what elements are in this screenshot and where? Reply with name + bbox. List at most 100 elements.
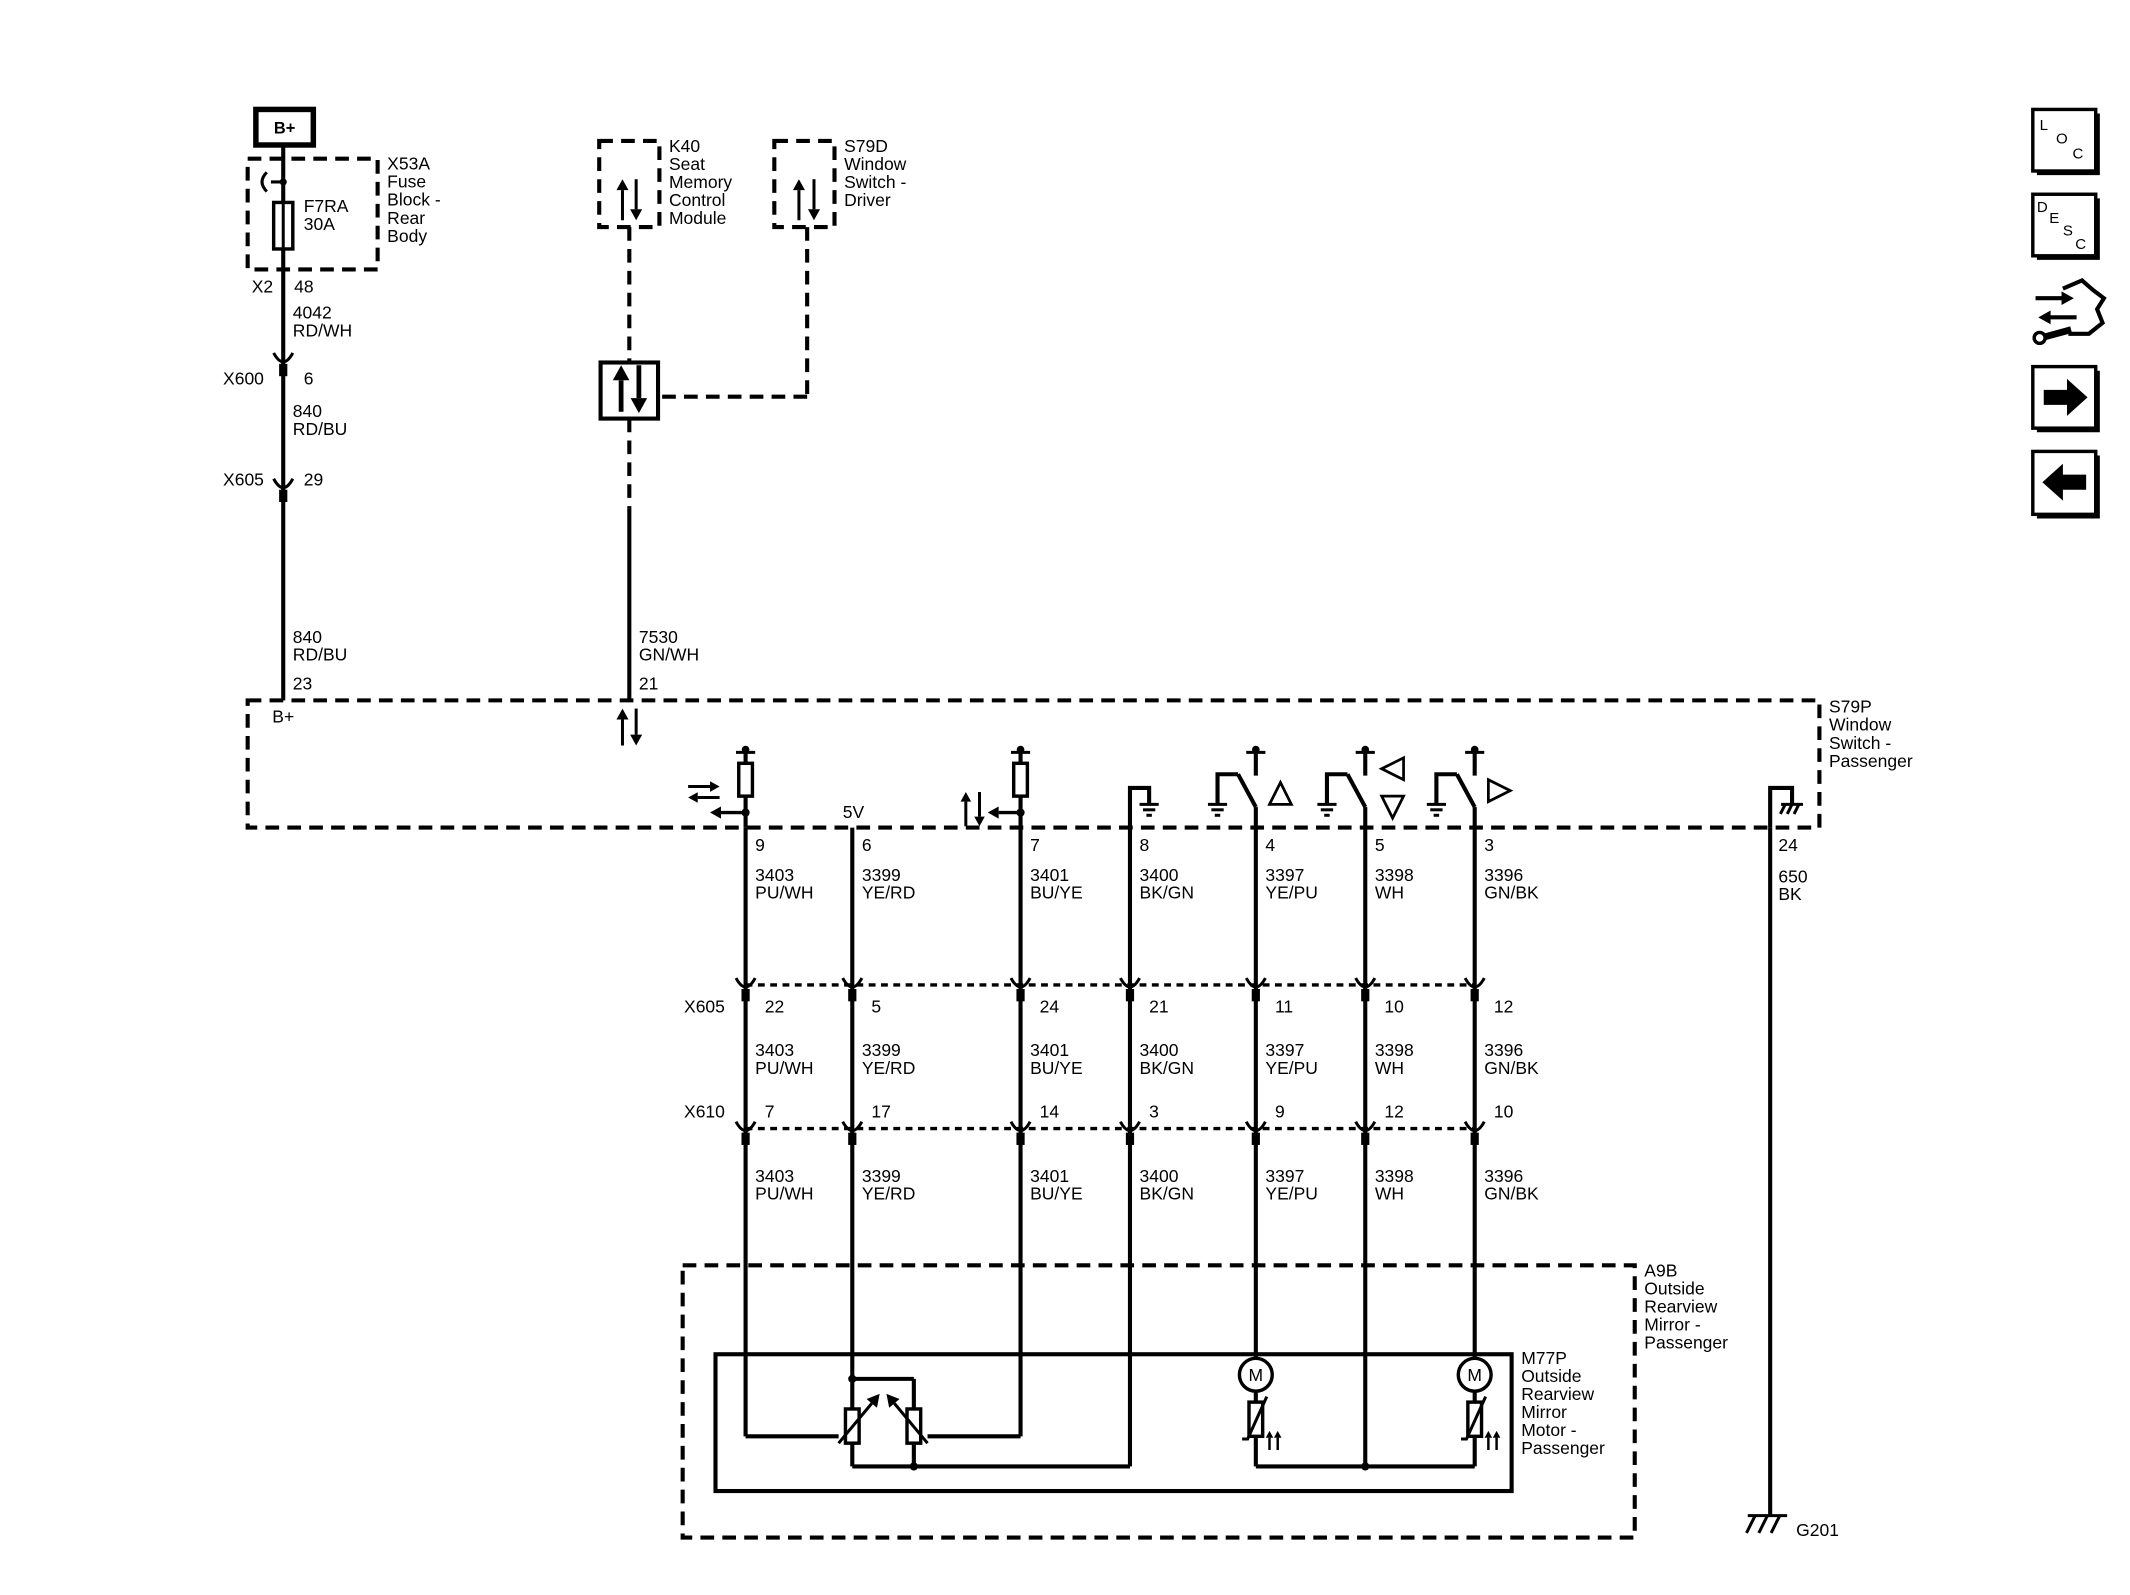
x605-pin-3400-label: 21: [1149, 996, 1168, 1016]
loc-button-frame[interactable]: [2031, 107, 2098, 173]
fuse-block-x53a-label-line-0: X53A: [387, 154, 430, 174]
right-arrow-icon[interactable]: [2043, 378, 2088, 416]
s79p-data-up-arrow-head: [616, 708, 629, 720]
connector-end-view-repair-icon[interactable]: [2032, 278, 2107, 346]
mirror-left-down-switch-ground-link: [1324, 772, 1348, 805]
s79p-pin-3396-label: 3: [1484, 835, 1494, 855]
x610-pin-3399-pin: [848, 1132, 857, 1145]
motor-vertical-icon: [1237, 1356, 1274, 1393]
sensor-vertical-top-dot: [1016, 745, 1025, 754]
x610-connector-label: X610: [684, 1102, 725, 1122]
serial-data-splice-down-arrow-head: [630, 398, 648, 414]
x605-connector-label: X605: [684, 996, 725, 1016]
desc-button-frame[interactable]: [2031, 192, 2098, 258]
desc-button-shadow: [2036, 198, 2100, 260]
s79p-supply-label: B+: [272, 706, 294, 726]
circuit-3397-color-label-1: YE/PU: [1265, 1058, 1318, 1078]
next-page-button[interactable]: [2031, 364, 2100, 433]
left-arrow-icon[interactable]: [2042, 463, 2087, 501]
s79p-pin-3397-label: 4: [1265, 835, 1275, 855]
circuit-840-lower-color-label: RD/BU: [293, 645, 347, 665]
circuit-840-label: 840: [293, 401, 322, 421]
fuse-name-label: F7RA: [304, 196, 349, 216]
fuse-block-x53a-label-line-2: Block -: [387, 190, 441, 210]
x610-pin-3403-pin: [741, 1132, 750, 1145]
s79p-ground-link: [1768, 785, 1795, 828]
circuit-3396-color-label-1: GN/BK: [1484, 1058, 1539, 1078]
s79d-label-line-1: Window: [844, 154, 907, 174]
vertical-sensor-wiper-arrow-shaft: [893, 1402, 929, 1445]
motor-horizontal-symbol: M: [1467, 1365, 1482, 1385]
sensor-horizontal-resistor: [737, 761, 755, 798]
circuit-3403-label-0: 3403: [755, 865, 794, 885]
loc-button[interactable]: L O C: [2031, 107, 2100, 176]
circuit-3398-label-1: 3398: [1375, 1040, 1414, 1060]
horizontal-sensor-wiper-arrow-head: [866, 1393, 880, 1408]
motor-vertical-symbol: M: [1249, 1365, 1264, 1385]
circuit-3396-color-label-0: GN/BK: [1484, 883, 1539, 903]
x605-pin-3401-pin: [1016, 989, 1025, 1002]
loc-button-shadow: [2036, 113, 2100, 176]
components-layer: [245, 106, 1822, 1540]
x610-pin-3396-pin: [1470, 1132, 1479, 1145]
vertical-sensor-wiper-arrow-head: [886, 1393, 900, 1408]
low-reference-junction-dot: [909, 1462, 918, 1471]
circuit-3397-label-2: 3397: [1265, 1166, 1304, 1186]
connector-repair-button[interactable]: [2032, 278, 2107, 346]
circuit-3397-label-1: 3397: [1265, 1040, 1304, 1060]
g201-ground-icon-leg-0: [1745, 1514, 1757, 1534]
x610-pin-3397-cup: [1244, 1120, 1267, 1133]
k40-seat-memory-module-outline: [597, 138, 662, 230]
k40-data-down-arrow-head: [630, 209, 643, 221]
x605-pin-3400-cup: [1119, 977, 1141, 989]
s79p-label-line-3: Passenger: [1829, 751, 1913, 771]
horizontal-left-arrow-head: [688, 792, 698, 803]
k40-label-line-1: Seat: [669, 154, 705, 174]
circuit-3398-label-0: 3398: [1375, 865, 1414, 885]
x610-pin-3401-pin: [1016, 1132, 1025, 1145]
desc-button[interactable]: D E S C: [2031, 192, 2100, 260]
motor-vertical-thermistor-slash: [1242, 1396, 1269, 1441]
motor-horizontal-temp-arrow-1-head: [1484, 1430, 1493, 1438]
x605-pin-3398-pin: [1361, 989, 1370, 1002]
circuit-4042-label: 4042: [293, 303, 332, 323]
circuit-7530-color-label: GN/WH: [639, 645, 699, 665]
x605-pin-3399-label: 5: [871, 996, 881, 1016]
circuit-3403-label-1: 3403: [755, 1040, 794, 1060]
fuse-block-x53a-outline: [245, 156, 380, 272]
g201-ground-icon-leg-1: [1757, 1514, 1769, 1534]
sensor-horizontal-top-dot: [741, 745, 750, 754]
s79p-label-line-1: Window: [1829, 715, 1892, 735]
circuit-3399-label-2: 3399: [862, 1166, 901, 1186]
circuit-3403-color-label-0: PU/WH: [755, 883, 813, 903]
motor-common-junction-dot: [1361, 1462, 1370, 1471]
x610-pin-3396-cup: [1463, 1120, 1486, 1133]
fuse-rating-label: 30A: [304, 214, 335, 234]
previous-page-button[interactable]: [2031, 449, 2100, 519]
x605-pin-3399-cup: [841, 977, 864, 989]
x610-pin-3403-cup: [734, 1120, 757, 1133]
s79d-label-line-3: Driver: [844, 190, 891, 210]
mirror-right-triangle-icon: [1487, 777, 1514, 804]
circuit-3398-color-label-1: WH: [1375, 1058, 1404, 1078]
circuit-3403-color-label-1: PU/WH: [755, 1058, 813, 1078]
s79d-data-up-arrow-head: [792, 179, 805, 191]
x610-pin-3397-pin: [1251, 1132, 1260, 1145]
x605-pin-3403-pin: [741, 989, 750, 1002]
x610-pin-3403-label: 7: [765, 1102, 775, 1122]
connector-icon-left-head: [2038, 310, 2051, 325]
s79p-chassis-ground-leg-0: [1779, 803, 1787, 815]
k40-label-line-2: Memory: [669, 172, 732, 192]
x605-pin-3401-label: 24: [1040, 996, 1060, 1016]
s79p-pin-23-label: 23: [293, 673, 312, 693]
s79d-driver-switch-outline: [772, 138, 837, 230]
mirror-up-switch-blade: [1236, 773, 1258, 809]
next-button-shadow: [2036, 370, 2100, 433]
circuit-3400-color-label-0: BK/GN: [1140, 883, 1194, 903]
circuit-7530-label: 7530: [639, 627, 678, 647]
x610-pin-3399-label: 17: [871, 1102, 890, 1122]
a9b-label-line-0: A9B: [1644, 1260, 1677, 1280]
circuit-3401-color-label-0: BU/YE: [1030, 883, 1083, 903]
sensor-vertical-resistor: [1011, 761, 1030, 798]
